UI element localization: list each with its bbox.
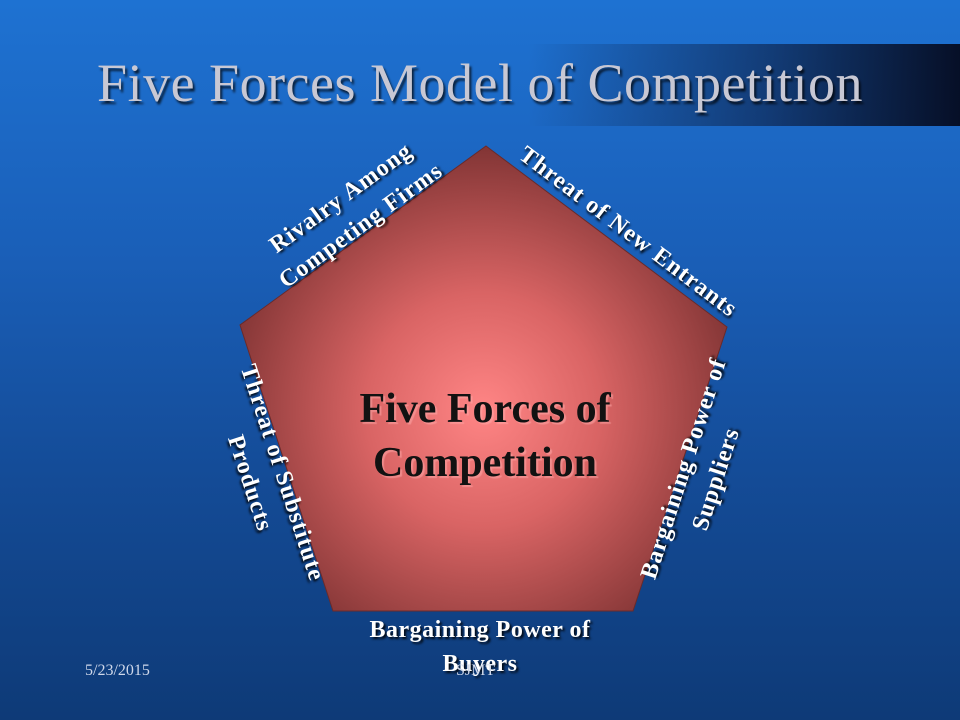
pentagon-shape [239,145,728,612]
slide-title: Five Forces Model of Competition [97,53,863,113]
center-label-line1: Five Forces of [359,386,611,432]
force-buyers-line2: Buyers [442,651,518,677]
title-band [0,44,960,126]
force-buyers-line1: Bargaining Power of [369,617,591,643]
force-buyers-label: Bargaining Power of Buyers [330,613,630,681]
center-label: Five Forces of Competition [300,382,670,490]
center-label-line2: Competition [373,440,597,486]
footer-date: 5/23/2015 [85,662,150,679]
footer-center-text: SJMT [456,662,496,679]
